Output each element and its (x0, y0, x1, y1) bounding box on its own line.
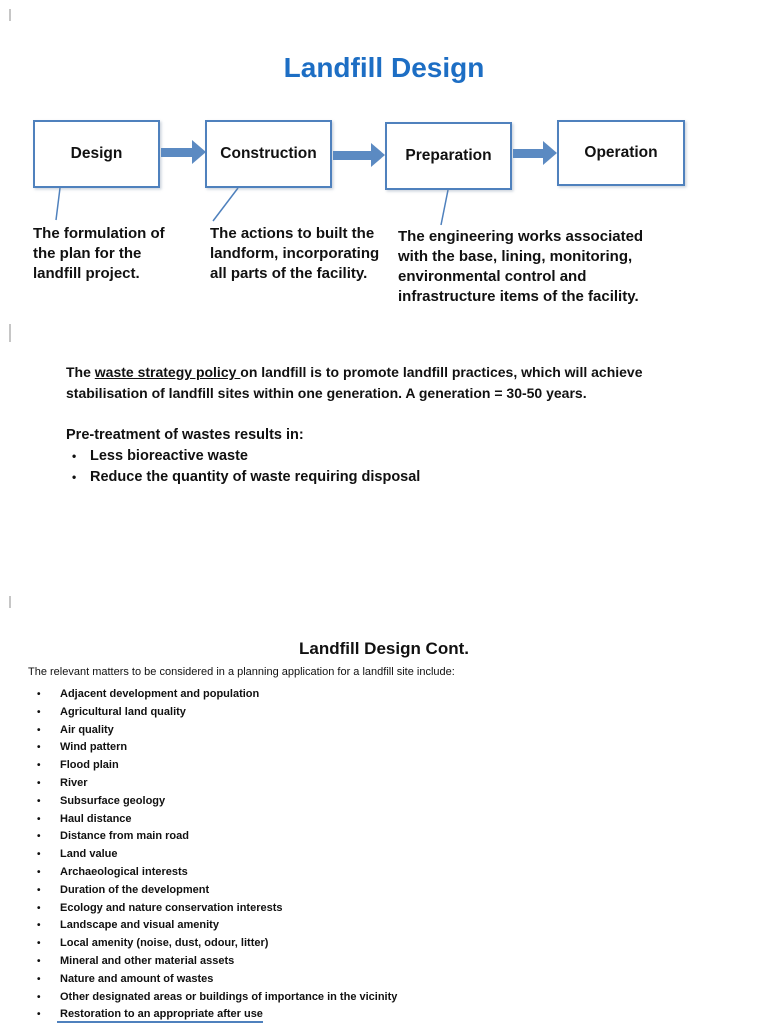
list-item-text: Air quality (60, 723, 114, 736)
bullet-marker: • (37, 706, 41, 718)
list-item-text: Flood plain (60, 759, 119, 772)
bullet-marker: • (37, 920, 41, 932)
bullet-marker: • (37, 991, 41, 1003)
arrow-shaft (333, 150, 371, 160)
list-item-text: Local amenity (noise, dust, odour, litte… (60, 937, 269, 950)
slide2-title: Landfill Design Cont. (299, 639, 469, 658)
bullet-marker: • (37, 849, 41, 861)
list-item-text: Ecology and nature conservation interest… (60, 901, 283, 914)
list-item: • Agricultural land quality (28, 704, 738, 722)
list-item-text: Distance from main road (60, 830, 189, 843)
list-item: • Other designated areas or buildings of … (28, 989, 738, 1007)
list-item: • Restoration to an appropriate after use (28, 1006, 738, 1024)
list-item: • Local amenity (noise, dust, odour, litt… (28, 935, 738, 953)
flow-box-design: Design (33, 120, 160, 188)
list-item-text: Restoration to an appropriate after use (60, 1008, 263, 1021)
arrow-shaft (161, 147, 192, 157)
list-item: • Air quality (28, 722, 738, 740)
list-item: • Reduce the quantity of waste requiring… (70, 467, 420, 488)
bottom-blue-line (57, 1021, 263, 1023)
bullet-marker: • (37, 777, 41, 789)
list-item: • Land value (28, 846, 738, 864)
list-item: • Landscape and visual amenity (28, 917, 738, 935)
flow-box-construction: Construction (205, 120, 332, 188)
list-item: • Duration of the development (28, 882, 738, 900)
policy-prefix: The (66, 364, 95, 380)
bullet-marker: • (37, 955, 41, 967)
bullet-marker: • (37, 1009, 41, 1021)
margin-artifact (9, 9, 11, 21)
flow-box-operation: Operation (557, 120, 685, 186)
arrow-head-icon (543, 141, 557, 165)
bullet-marker: • (37, 689, 41, 700)
bullet-marker: • (37, 742, 41, 754)
list-item: • Subsurface geology (28, 793, 738, 811)
flow-box-label: Operation (584, 144, 658, 161)
list-item-text: Duration of the development (60, 883, 210, 896)
bullet-marker: • (37, 760, 41, 772)
pretreatment-heading: Pre-treatment of wastes results in: (66, 427, 304, 443)
bullet-marker: • (72, 449, 77, 463)
policy-body: on landfill is to promote landfill pract… (66, 364, 643, 401)
flow-box-label: Construction (220, 145, 317, 162)
flow-arrow (513, 141, 557, 165)
list-item-text: Subsurface geology (60, 794, 166, 807)
flow-box-label: Preparation (405, 147, 492, 164)
list-item: • Adjacent development and population (28, 686, 738, 704)
flow-description-preparation: The engineering works associated with th… (398, 228, 644, 305)
list-item: • Archaeological interests (28, 864, 738, 882)
bullet-marker: • (37, 973, 41, 985)
considerations-list: • Adjacent development and population • Ag… (28, 686, 738, 1024)
flow-description-design: The formulation of the plan for the land… (33, 225, 165, 282)
list-item: • Wind pattern (28, 739, 738, 757)
bullet-marker: • (37, 938, 41, 950)
policy-highlight: waste strategy policy (94, 364, 241, 380)
list-item: • River (28, 775, 738, 793)
list-item: • Distance from main road (28, 828, 738, 846)
bullet-marker: • (37, 902, 41, 914)
arrow-head-icon (192, 140, 206, 164)
bullet-marker: • (72, 470, 77, 484)
list-item-text: Wind pattern (60, 741, 128, 754)
list-item: • Ecology and nature conservation interes… (28, 900, 738, 918)
list-item-text: Agricultural land quality (60, 705, 186, 718)
list-item-text: Reduce the quantity of waste requiring d… (90, 469, 421, 485)
list-item-text: Archaeological interests (60, 865, 188, 878)
list-item-text: Land value (60, 848, 118, 861)
margin-artifact (9, 324, 11, 342)
list-item-text: Landscape and visual amenity (60, 919, 219, 932)
bullet-marker: • (37, 866, 41, 878)
flow-arrow (161, 140, 206, 164)
list-item-text: River (60, 776, 88, 789)
list-item-text: Haul distance (60, 812, 132, 825)
list-item-text: Adjacent development and population (60, 688, 260, 700)
slide-title: Landfill Design (283, 52, 485, 83)
margin-artifact (9, 596, 11, 608)
bullet-marker: • (37, 795, 41, 807)
flow-box-preparation: Preparation (385, 122, 512, 190)
bullet-marker: • (37, 724, 41, 736)
list-item-text: Other designated areas or buildings of i… (60, 990, 398, 1003)
policy-paragraph: The waste strategy policy on landfill is… (66, 362, 706, 404)
list-item-text: Nature and amount of wastes (60, 972, 214, 985)
list-item: • Less bioreactive waste (70, 446, 420, 467)
list-item: • Mineral and other material assets (28, 953, 738, 971)
flow-box-label: Design (70, 145, 123, 162)
list-item-text: Mineral and other material assets (60, 954, 235, 967)
flow-description-construction: The actions to built the landform, incor… (210, 225, 380, 282)
list-item: • Flood plain (28, 757, 738, 775)
flow-arrow (333, 143, 385, 167)
list-item: • Nature and amount of wastes (28, 971, 738, 989)
slide2-intro: The relevant matters to be considered in… (28, 666, 455, 678)
pretreatment-list: • Less bioreactive waste • Reduce the qu… (70, 446, 420, 488)
bullet-marker: • (37, 884, 41, 896)
bullet-marker: • (37, 831, 41, 843)
arrow-shaft (513, 148, 543, 158)
arrow-head-icon (371, 143, 385, 167)
list-item-text: Less bioreactive waste (90, 448, 248, 464)
list-item: • Haul distance (28, 811, 738, 829)
bullet-marker: • (37, 813, 41, 825)
